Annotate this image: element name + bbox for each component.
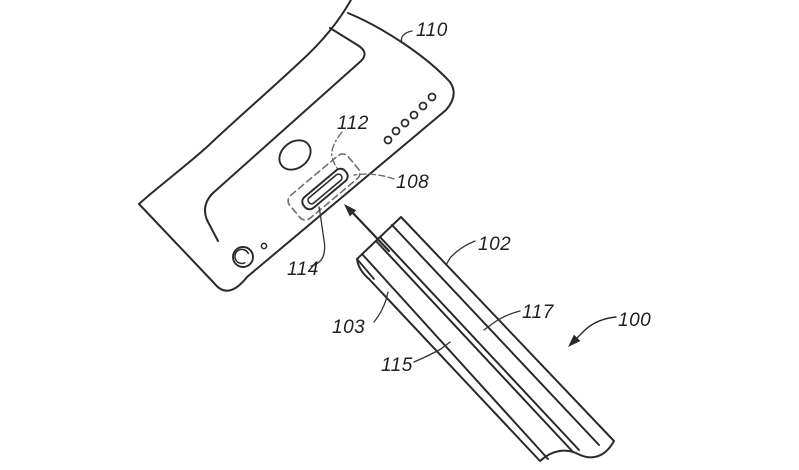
plug-mid-line-lower [375,240,574,453]
receptacle-hidden-outline [287,153,361,221]
system-arrow-shaft [575,316,617,340]
leader-108 [353,173,395,180]
ref-label-114: 114 [287,259,319,280]
leader-103 [373,291,389,323]
port-opening-outer [301,167,349,211]
leader-114 [310,206,326,267]
leader-115 [413,341,451,363]
ref-label-117: 117 [522,302,555,323]
system-arrow-head [568,334,581,347]
device [138,0,455,292]
speaker-hole [418,101,428,111]
leader-102 [445,240,476,266]
leader-lines [310,30,521,363]
speaker-hole [427,92,437,102]
device-outline [138,0,455,292]
headphone-jack [232,246,254,268]
speaker-hole [383,135,393,145]
mic-hole [260,242,268,250]
arrows [344,204,617,347]
ref-label-100: 100 [618,310,651,331]
leader-117 [483,310,521,331]
plug-tip-chamfer [356,258,375,280]
plug-mid-line-upper [379,236,580,451]
ref-label-115: 115 [381,355,413,376]
ref-label-102: 102 [478,234,511,255]
plug-contact-line [361,253,549,460]
reference-labels: 110 112 108 114 102 103 117 115 100 [287,20,651,376]
ref-label-103: 103 [332,317,365,338]
insertion-arrow-head [344,204,357,217]
device-bezel-outline [204,27,366,242]
connector-port-opening [301,167,349,211]
ref-label-110: 110 [416,20,448,41]
plug-top-face-line [391,224,600,446]
headphone-jack-inner [234,248,250,265]
plug-outline [356,216,615,462]
speaker-hole [400,118,410,128]
plug-connector [356,216,615,462]
leader-112 [331,131,343,169]
port-opening-inner [307,173,343,205]
ref-label-112: 112 [337,113,369,134]
leader-110 [400,30,413,44]
speaker-holes [383,92,437,145]
speaker-hole [409,110,419,120]
home-button [278,139,312,171]
insertion-arrow-shaft [350,210,391,253]
ref-label-108: 108 [396,172,429,193]
speaker-hole [391,126,401,136]
